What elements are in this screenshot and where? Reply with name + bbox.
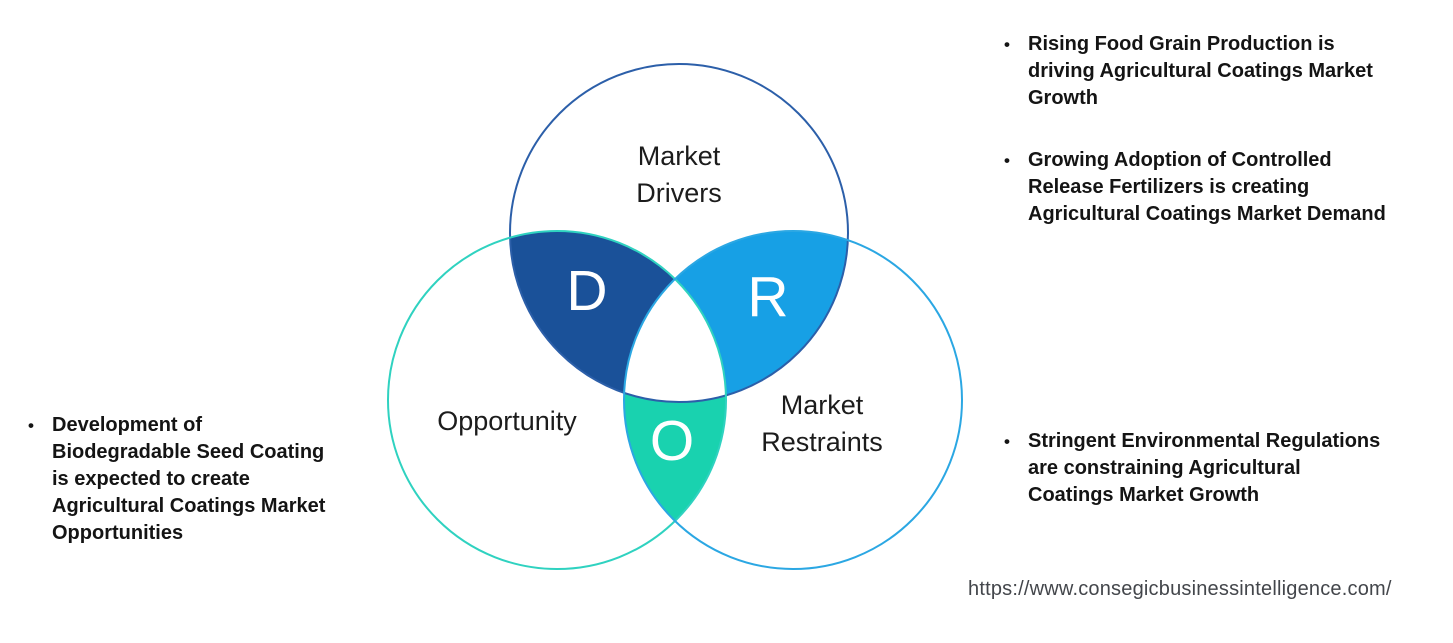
drivers-circle-label: Market Drivers [636, 141, 722, 208]
bullet-dot: • [1004, 35, 1010, 54]
footer-url: https://www.consegicbusinessintelligence… [968, 578, 1392, 600]
bullet-dot: • [1004, 432, 1010, 451]
bullet-text: Development of Biodegradable Seed Coatin… [52, 414, 326, 544]
bullet-text: Stringent Environmental Regulations are … [1028, 430, 1381, 506]
bullet-item-environmental-regulations: • Stringent Environmental Regulations ar… [1004, 428, 1444, 509]
restraints-circle-label: Market Restraints [761, 390, 883, 457]
right-top-panel: • Rising Food Grain Production is drivin… [1004, 31, 1444, 228]
bullet-text: Rising Food Grain Production is driving … [1028, 33, 1373, 109]
bullet-item-rising-food-grain: • Rising Food Grain Production is drivin… [1004, 31, 1444, 112]
drivers-circle-outline [509, 63, 849, 403]
opportunity-circle-label: Opportunity [437, 406, 577, 436]
bullet-dot: • [28, 416, 34, 435]
bullet-item-biodegradable-seed-coating: • Development of Biodegradable Seed Coat… [28, 412, 368, 547]
letter-o: O [650, 409, 694, 473]
right-bottom-panel: • Stringent Environmental Regulations ar… [1004, 428, 1444, 509]
letter-d: D [566, 259, 607, 323]
opportunity-circle-outline [387, 230, 727, 570]
bullet-dot: • [1004, 151, 1010, 170]
bullet-item-controlled-release: • Growing Adoption of Controlled Release… [1004, 147, 1444, 228]
letter-r: R [747, 265, 788, 329]
restraints-circle-outline [623, 230, 963, 570]
left-panel: • Development of Biodegradable Seed Coat… [28, 412, 368, 547]
bullet-text: Growing Adoption of Controlled Release F… [1028, 149, 1386, 225]
